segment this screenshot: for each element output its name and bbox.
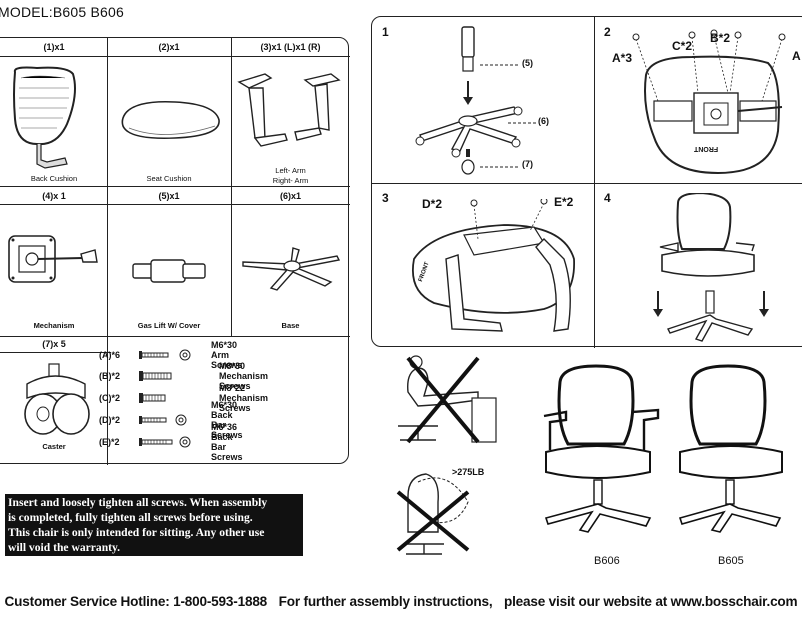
step2-label-b2: B*2 [710,31,731,45]
warning-line-3: This chair is only intended for sitting.… [8,526,265,539]
screw-row-c: (C)*2 M8*22 Mechanism Screws [99,383,268,413]
model-label-b606: B606 [594,555,620,567]
gas-lift-caption: Gas Lift W/ Cover [137,321,201,330]
screw-row-d: (D)*2 M6*30 Back Bar Screws [99,400,243,440]
step-number-2: 2 [604,25,611,39]
screw-row-a: (A)*6 M6*30 Arm Screws [99,340,243,370]
step1-label-5: (5) [522,58,533,68]
step2-label-a: A [792,49,801,63]
part-header-5: (5)x1 [158,191,180,201]
model-label-b605: B605 [718,555,744,567]
part-header-3: (3)x1 (L)x1 (R) [260,42,321,52]
step-number-1: 1 [382,25,389,39]
screw-icon [139,414,187,426]
step4-drawing [653,193,769,342]
step2-label-a3: A*3 [612,51,633,65]
screw-desc-b: M8*30 Mechanism Screws [219,361,269,391]
screw-row-e: (E)*2 M6*36 Back Bar Screws [99,422,243,462]
chair-b605-drawing [678,364,783,533]
screw-qty-b: (B)*2 [99,371,121,381]
assembly-steps-panel: 1 2 3 4 (5) (6) (7) A*3 [371,16,802,348]
screw-desc-e: M6*36 Back Bar Screws [211,422,243,462]
screw-qty-a: (A)*6 [99,350,121,360]
part-header-1: (1)x1 [43,42,65,52]
seat-cushion-drawing [121,100,220,140]
footer-instructions: For further assembly instructions, [278,594,493,609]
warning-line-1: Insert and loosely tighten all screws. W… [8,496,268,509]
screw-qty-e: (E)*2 [99,437,120,447]
step3-label-e2: E*2 [554,195,574,209]
part-header-6: (6)x1 [279,191,301,201]
right-arm-caption: Right- Arm [272,176,309,185]
caster-drawing [24,363,90,435]
footer-hotline: Customer Service Hotline: 1-800-593-1888 [4,594,268,609]
caster-caption: Caster [42,442,66,451]
step2-front-label: FRONT [694,145,719,152]
step3-label-d2: D*2 [422,197,443,211]
footer-website[interactable]: please visit our website at www.bosschai… [503,594,798,609]
screw-qty-c: (C)*2 [99,393,121,403]
warning-line-2: is completed, fully tighten all screws b… [8,511,253,524]
part-header-2: (2)x1 [158,42,180,52]
screw-desc-c: M8*22 Mechanism Screws [219,383,269,413]
step-number-3: 3 [382,191,389,205]
screw-icon [139,371,172,381]
mechanism-drawing [8,235,98,283]
base-drawing [242,247,341,291]
base-caption: Base [281,321,300,330]
step-number-4: 4 [604,191,611,205]
chair-b606-drawing [543,364,660,533]
parts-list-panel: (1)x1 (2)x1 (3)x1 (L)x1 (R) (4)x 1 (5)x1… [0,37,350,465]
screw-icon [139,393,166,403]
part-header-4: (4)x 1 [42,191,66,201]
weight-limit-label: >275LB [452,467,485,477]
no-overweight-illustration [396,473,470,555]
step1-label-7: (7) [522,159,533,169]
warning-notice: Insert and loosely tighten all screws. W… [5,494,303,556]
arms-drawing [237,73,341,147]
step3-drawing [412,199,575,332]
back-cushion-drawing [13,66,76,169]
screw-icon [139,349,191,361]
mechanism-caption: Mechanism [33,321,75,330]
gas-lift-drawing [132,259,206,283]
warning-line-4: will void the warranty. [8,541,121,554]
screw-desc-a: M6*30 Arm Screws [211,340,243,370]
screw-icon [139,436,191,448]
left-arm-caption: Left- Arm [275,166,306,175]
screw-desc-d: M6*30 Back Bar Screws [211,400,243,440]
seat-cushion-caption: Seat Cushion [146,174,192,183]
part-header-7: (7)x 5 [42,339,66,349]
footer: Customer Service Hotline: 1-800-593-1888… [0,594,802,609]
back-cushion-caption: Back Cushion [30,174,78,183]
step1-drawing [415,26,536,175]
no-standing-illustration [398,355,497,444]
screw-row-b: (B)*2 M8*30 Mechanism Screws [99,361,268,391]
step2-drawing [632,29,786,175]
step2-label-c2: C*2 [672,39,693,53]
model-title: MODEL:B605 B606 [0,4,124,20]
step1-label-6: (6) [538,116,549,126]
screw-qty-d: (D)*2 [99,415,121,425]
